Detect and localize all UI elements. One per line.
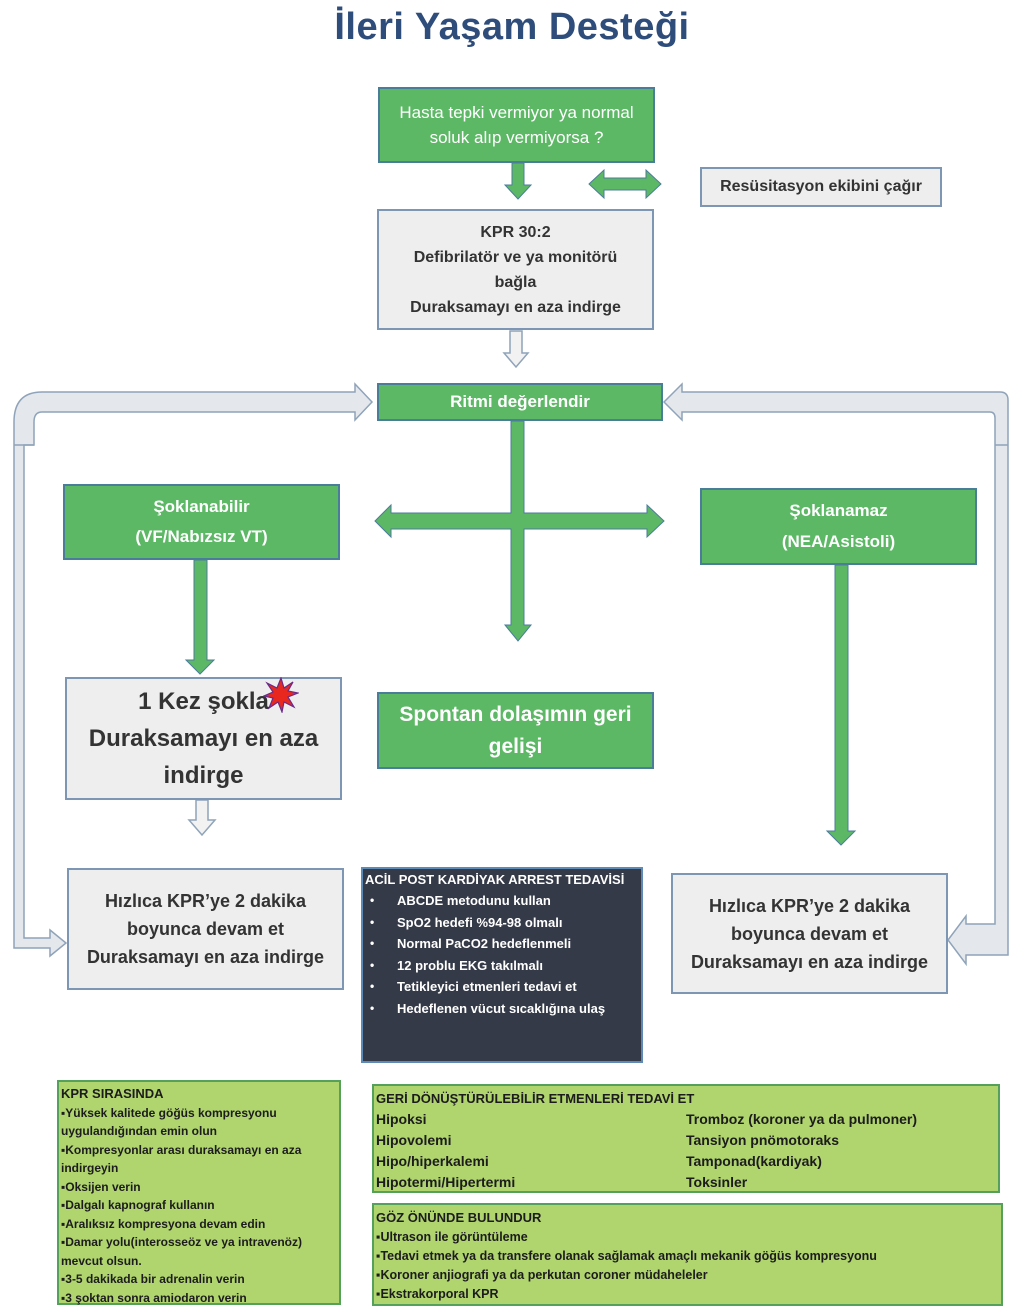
start-line: Hasta tepki vermiyor ya normal: [399, 103, 634, 122]
shock-box: 1 Kez şokla Duraksamayı en aza indirge: [65, 677, 342, 800]
cpr-continue-line: Duraksamayı en aza indirge: [690, 951, 929, 972]
during-cpr-item: 3-5 dakikada bir adrenalin verin: [61, 1270, 337, 1289]
reversible-item: Hipovolemi: [376, 1132, 452, 1148]
cpr-continue-line: Hızlıca KPR’ye 2 dakika: [708, 895, 911, 916]
post-arrest-title: ACİL POST KARDİYAK ARREST TEDAVİSİ: [365, 872, 625, 887]
shock-line: 1 Kez şokla: [138, 688, 269, 715]
reversible-item: Hipo/hiperkalemi: [376, 1153, 489, 1169]
cpr-continue-line: boyunca devam et: [730, 923, 889, 944]
cpr-continue-right-box: Hızlıca KPR’ye 2 dakika boyunca devam et…: [671, 873, 948, 994]
call-team-box: Resüsitasyon ekibini çağır: [700, 167, 942, 207]
page-title: İleri Yaşam Desteği: [334, 6, 690, 48]
cpr-line: KPR 30:2: [480, 223, 551, 241]
shock-burst-icon: [262, 677, 299, 713]
consider-item: Ekstrakorporal KPR: [376, 1285, 999, 1304]
cpr-line: bağla: [494, 273, 537, 291]
loop-right-arrow: [662, 382, 1009, 967]
cpr-box: KPR 30:2 Defibrilatör ve ya monitörü bağ…: [377, 209, 654, 330]
reversible-item: Tamponad(kardiyak): [686, 1153, 822, 1169]
post-arrest-box: ACİL POST KARDİYAK ARREST TEDAVİSİ ABCDE…: [361, 867, 643, 1063]
during-cpr-item: Yüksek kalitede göğüs kompresyonu uygula…: [61, 1104, 337, 1141]
consider-item: Ultrason ile görüntüleme: [376, 1228, 999, 1247]
during-cpr-item: Dalgalı kapnograf kullanın: [61, 1196, 337, 1215]
nonshockable-sub: (NEA/Asistoli): [781, 531, 896, 551]
shock-line-wrap: 1 Kez şokla: [138, 677, 299, 720]
shock-line: Duraksamayı en aza: [88, 725, 319, 752]
arrow-shock-to-cpr: [187, 799, 217, 837]
rhythm-box: Ritmi değerlendir: [377, 383, 663, 421]
cpr-continue-left-box: Hızlıca KPR’ye 2 dakika boyunca devam et…: [67, 868, 344, 990]
reversible-item: Hipotermi/Hipertermi: [376, 1174, 516, 1190]
reversible-title: GERİ DÖNÜŞTÜRÜLEBİLİR ETMENLERİ TEDAVİ E…: [376, 1091, 695, 1106]
post-arrest-item: ABCDE metodunu kullan: [370, 890, 641, 912]
shockable-box: Şoklanabilir (VF/Nabızsız VT): [63, 484, 340, 560]
shockable-title: Şoklanabilir: [153, 497, 250, 516]
shockable-sub: (VF/Nabızsız VT): [135, 527, 268, 546]
rosc-line: Spontan dolaşımın geri: [399, 702, 632, 726]
during-cpr-item: Kompresyonlar arası duraksamayı en aza i…: [61, 1141, 337, 1178]
arrow-call-team: [588, 168, 662, 200]
arrow-nonshock-to-cpr: [825, 564, 857, 846]
cpr-continue-line: boyunca devam et: [126, 919, 285, 939]
cpr-continue-line: Duraksamayı en aza indirge: [86, 947, 325, 967]
post-arrest-item: Hedeflenen vücut sıcaklığına ulaş: [370, 998, 641, 1020]
reversible-grid: Hipoksi Tromboz (koroner ya da pulmoner)…: [376, 1109, 996, 1193]
start-box: Hasta tepki vermiyor ya normal soluk alı…: [378, 87, 655, 163]
post-arrest-list: ABCDE metodunu kullan SpO2 hedefi %94-98…: [365, 890, 641, 1019]
rosc-box: Spontan dolaşımın geri gelişi: [377, 692, 654, 769]
during-cpr-item: 3 şoktan sonra amiodaron verin: [61, 1289, 337, 1308]
consider-item: Tedavi etmek ya da transfere olanak sağl…: [376, 1247, 999, 1266]
reversible-item: Hipoksi: [376, 1111, 427, 1127]
arrow-start-to-cpr: [503, 162, 533, 200]
cpr-line: Duraksamayı en aza indirge: [410, 298, 621, 316]
arrow-center-cross: [374, 420, 665, 642]
rosc-line: gelişi: [488, 734, 543, 758]
arrow-cpr-to-rhythm: [502, 330, 530, 369]
start-line: soluk alıp vermiyorsa ?: [429, 128, 604, 147]
post-arrest-item: SpO2 hedefi %94-98 olmalı: [370, 912, 641, 934]
during-cpr-item: Damar yolu(interosseöz ve ya intravenöz)…: [61, 1233, 337, 1270]
reversible-item: Toksinler: [686, 1174, 748, 1190]
cpr-line: Defibrilatör ve ya monitörü: [413, 248, 618, 266]
consider-box: GÖZ ÖNÜNDE BULUNDUR Ultrason ile görüntü…: [372, 1203, 1003, 1306]
nonshockable-title: Şoklanamaz: [789, 501, 888, 521]
consider-item: Koroner anjiografi ya da perkutan corone…: [376, 1266, 999, 1285]
during-cpr-title: KPR SIRASINDA: [61, 1086, 164, 1101]
loop-left-arrow: [13, 382, 374, 958]
post-arrest-item: Normal PaCO2 hedeflenmeli: [370, 933, 641, 955]
cpr-continue-line: Hızlıca KPR’ye 2 dakika: [104, 891, 307, 911]
post-arrest-item: 12 problu EKG takılmalı: [370, 955, 641, 977]
during-cpr-item: Aralıksız kompresyona devam edin: [61, 1215, 337, 1234]
post-arrest-item: Tetikleyici etmenleri tedavi et: [370, 976, 641, 998]
reversible-item: Tansiyon pnömotoraks: [686, 1132, 839, 1148]
reversible-item: Tromboz (koroner ya da pulmoner): [686, 1111, 918, 1127]
during-cpr-box: KPR SIRASINDA Yüksek kalitede göğüs komp…: [57, 1080, 341, 1305]
shock-line: indirge: [163, 762, 244, 789]
nonshockable-box: Şoklanamaz (NEA/Asistoli): [700, 488, 977, 565]
consider-title: GÖZ ÖNÜNDE BULUNDUR: [376, 1210, 542, 1225]
reversible-causes-box: GERİ DÖNÜŞTÜRÜLEBİLİR ETMENLERİ TEDAVİ E…: [372, 1084, 1000, 1193]
during-cpr-item: Oksijen verin: [61, 1178, 337, 1197]
arrow-shockable-to-shock: [184, 559, 216, 675]
